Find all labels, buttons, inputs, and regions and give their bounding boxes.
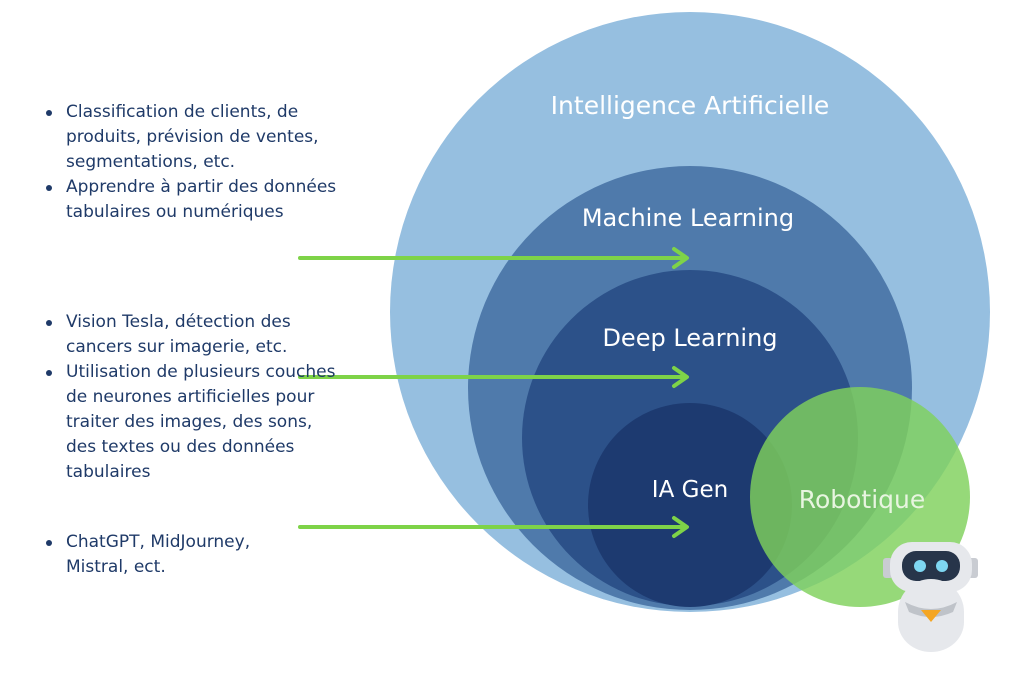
bullet-list-deep-learning: Vision Tesla, détection des cancers sur …: [44, 310, 344, 485]
bullet-item: Utilisation de plusieurs couches de neur…: [44, 360, 344, 485]
bullet-item: ChatGPT, MidJourney, Mistral, ect.: [44, 530, 284, 580]
arrow-ml: [298, 247, 689, 269]
bullet-list-ia-gen: ChatGPT, MidJourney, Mistral, ect.: [44, 530, 284, 580]
label-ia-gen: IA Gen: [652, 477, 728, 503]
arrow-gen: [298, 516, 689, 538]
bullet-list-machine-learning: Classification de clients, de produits, …: [44, 100, 344, 225]
label-machine-learning: Machine Learning: [582, 204, 794, 232]
label-robotique: Robotique: [799, 485, 926, 514]
label-deep-learning: Deep Learning: [602, 324, 777, 352]
label-intelligence-artificielle: Intelligence Artificielle: [551, 91, 830, 120]
circle-ia-gen: [588, 403, 792, 607]
bullet-item: Classification de clients, de produits, …: [44, 100, 344, 175]
bullet-item: Apprendre à partir des données tabulaire…: [44, 175, 344, 225]
robot-icon: [883, 542, 978, 652]
bullet-item: Vision Tesla, détection des cancers sur …: [44, 310, 344, 360]
arrow-dl: [298, 366, 689, 388]
